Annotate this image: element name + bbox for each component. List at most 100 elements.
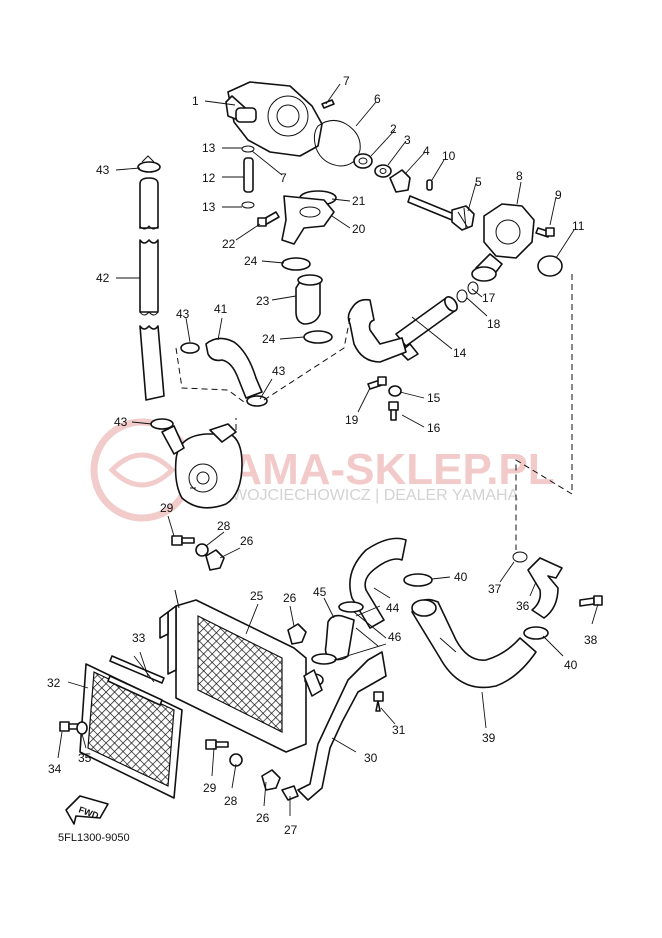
pump-cover-8 — [471, 203, 535, 282]
callout-label: 12 — [202, 171, 216, 185]
routing-lines — [133, 274, 573, 683]
radiator-guard-32 — [79, 663, 183, 799]
clamp-24a — [281, 257, 311, 271]
callout-label: 21 — [352, 194, 366, 208]
gasket-6 — [313, 120, 361, 167]
o-ring-37 — [512, 551, 528, 563]
radiator-25 — [159, 599, 324, 753]
callout-label: 4 — [423, 144, 430, 158]
clamp-43c — [246, 395, 268, 407]
oil-cooler — [161, 423, 243, 509]
callout-label: 2 — [390, 122, 397, 136]
bearing-3 — [374, 164, 392, 178]
callout-label: 8 — [516, 169, 523, 183]
o-ring-18 — [456, 289, 468, 303]
o-ring-13b — [241, 201, 255, 209]
callout-label: 41 — [214, 302, 228, 316]
leader-lines — [57, 83, 599, 816]
bolt-29a — [171, 535, 195, 546]
callout-label: 43 — [114, 415, 128, 429]
callout-label: 26 — [240, 534, 254, 548]
callout-label: 32 — [47, 676, 61, 690]
grommet-26a — [205, 549, 225, 571]
callout-label: 7 — [280, 171, 287, 185]
hose-41 — [205, 337, 263, 399]
callout-label: 27 — [284, 823, 298, 837]
callout-label: 10 — [442, 149, 456, 163]
callout-label: 45 — [313, 585, 327, 599]
collar-27 — [281, 785, 299, 801]
collar-35 — [76, 721, 88, 735]
pin-7a — [321, 99, 335, 109]
callout-label: 24 — [244, 254, 258, 268]
callout-label: 17 — [482, 291, 496, 305]
callout-label: 36 — [516, 599, 530, 613]
bolt-19 — [367, 376, 387, 390]
clamp-46a — [338, 601, 364, 613]
o-ring-13a — [241, 145, 255, 153]
callout-label: 18 — [487, 317, 501, 331]
callout-label: 26 — [283, 591, 297, 605]
bolt-29b — [205, 739, 229, 750]
callout-label: 13 — [202, 200, 216, 214]
clamp-40b — [523, 626, 549, 640]
callout-label: 24 — [262, 332, 276, 346]
callout-label: 31 — [392, 723, 406, 737]
pipe-36 — [527, 557, 563, 619]
callout-label: 15 — [427, 391, 441, 405]
washer-28a — [195, 543, 209, 557]
callout-label: 35 — [78, 751, 92, 765]
diagram-code: 5FL1300-9050 — [58, 832, 130, 844]
hose-44 — [349, 537, 407, 629]
water-pipe-14 — [395, 296, 458, 361]
callout-label: 3 — [404, 133, 411, 147]
watermark-brand: YAMA-SKLEP.PL — [205, 445, 555, 494]
callout-label: 25 — [250, 589, 264, 603]
grommet-26c — [261, 769, 281, 791]
callout-label: 6 — [374, 92, 381, 106]
callout-label: 34 — [48, 762, 62, 776]
grommet-26b — [287, 623, 307, 645]
impeller-shaft-5 — [407, 195, 475, 231]
callout-label: 43 — [96, 163, 110, 177]
seal-4 — [389, 169, 411, 193]
callout-label: 11 — [572, 219, 585, 233]
joint-20 — [281, 195, 335, 245]
clamp-24b — [303, 330, 333, 344]
callout-label: 39 — [482, 731, 496, 745]
callout-label: 33 — [132, 631, 146, 645]
stay-rod — [174, 589, 180, 609]
callout-label: 40 — [454, 570, 468, 584]
fwd-arrow: FWD — [65, 795, 109, 825]
callout-label: 13 — [202, 141, 216, 155]
callout-label: 44 — [386, 601, 400, 615]
hose-42 — [139, 177, 165, 401]
callout-label: 22 — [222, 237, 236, 251]
bolt-38 — [579, 595, 603, 607]
clamp-43a — [137, 155, 161, 173]
callout-label: 42 — [96, 271, 110, 285]
bolt-31 — [373, 691, 384, 712]
callout-label: 40 — [564, 658, 578, 672]
watermark-dealer: WOJCIECHOWICZ | DEALER YAMAHA — [232, 487, 519, 504]
o-ring-17 — [467, 281, 479, 295]
pipe-12 — [243, 157, 254, 193]
callout-label: 14 — [453, 346, 467, 360]
hose-39 — [411, 598, 537, 689]
callout-label: 29 — [160, 501, 174, 515]
bolt-22 — [257, 211, 280, 227]
callout-label: 9 — [555, 188, 562, 202]
clamp-43b — [180, 342, 200, 354]
callout-label: 19 — [345, 413, 359, 427]
callout-label: 43 — [272, 364, 286, 378]
o-ring-11 — [537, 255, 563, 277]
bolt-34 — [59, 721, 80, 732]
clamp-46b — [311, 653, 337, 665]
callout-label: 37 — [488, 582, 502, 596]
callout-label: 26 — [256, 811, 270, 825]
callout-labels: 1 2 3 4 5 6 7 7 8 9 10 11 12 13 13 14 15… — [47, 74, 598, 837]
callout-label: 43 — [176, 307, 190, 321]
callout-label: 28 — [217, 519, 231, 533]
callout-label: 29 — [203, 781, 217, 795]
